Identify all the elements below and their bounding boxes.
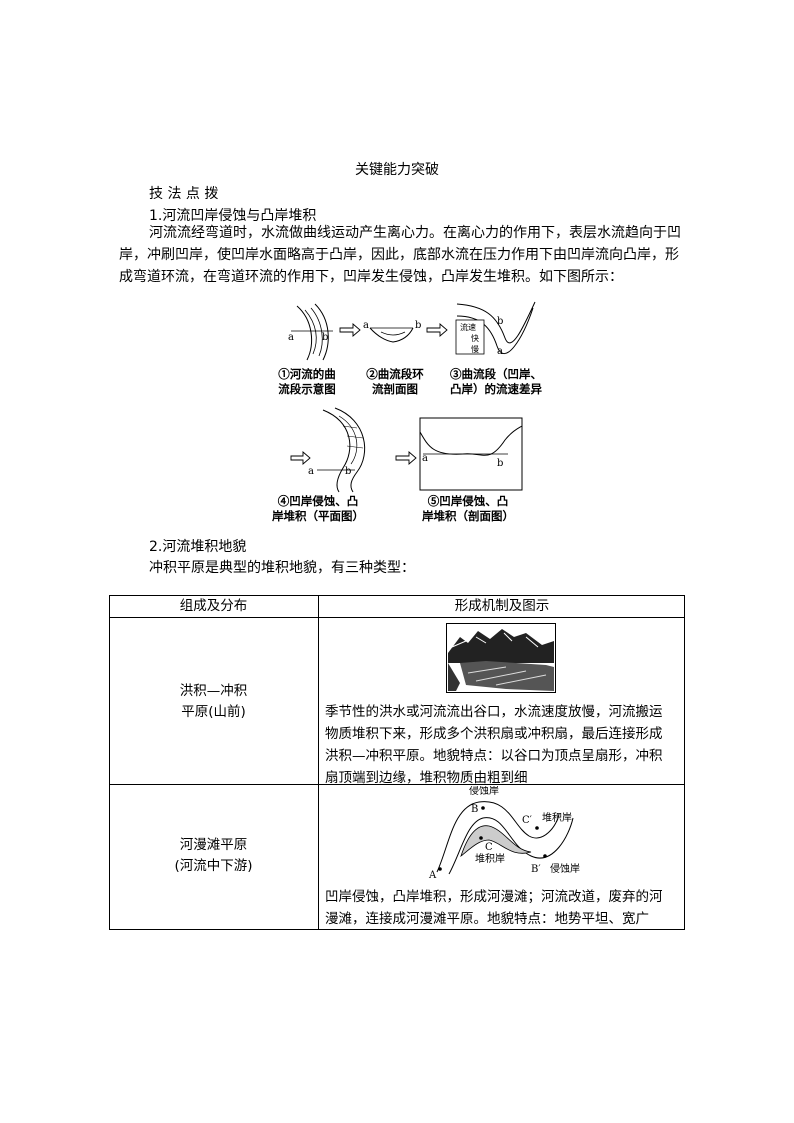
caption-2-line2: 流剖面图 [372,382,418,396]
label-C-prime: C′ [522,815,533,826]
table-row2-desc: 凹岸侵蚀，凸岸堆积，形成河漫滩；河流改道，废弃的河 漫滩，连接成河漫滩平原。地貌… [325,886,683,930]
cross-section-sketch: a b [363,320,421,343]
label-C: C [485,842,493,853]
caption-5: ⑤凹岸侵蚀、凸 岸堆积（剖面图） [413,494,523,524]
label-b: b [322,332,328,343]
caption-4-line1: ④凹岸侵蚀、凸 [277,494,359,508]
label-a: a [422,453,428,464]
arrow-icon [395,451,417,465]
page-title: 关键能力突破 [355,162,439,178]
row1-desc-line3: 洪积—冲积平原。地貌特点：以谷口为顶点呈扇形，冲积 [325,748,663,764]
table-row1-desc: 季节性的洪水或河流流出谷口，水流速度放慢，河流搬运 物质堆积下来，形成多个洪积扇… [325,701,683,789]
label-b: b [345,466,351,477]
row2-name-line1: 河漫滩平原 [179,837,248,853]
erosion-section-sketch: a b [419,417,523,491]
arrow-icon [290,451,311,465]
para1-line3: 成弯道环流，在弯道环流的作用下，凹岸发生侵蚀，凸岸发生堆积。如下图所示： [119,269,623,285]
row1-desc-line4: 扇顶端到边缘，堆积物质由粗到细 [325,770,528,786]
caption-4: ④凹岸侵蚀、凸 岸堆积（平面图） [263,494,373,524]
caption-1-line1: ①河流的曲 [278,367,336,381]
caption-1: ①河流的曲 流段示意图 [267,367,347,397]
label-erosion-bottom: 侵蚀岸 [550,862,580,875]
label-a: a [308,466,314,477]
row1-desc-line1: 季节性的洪水或河流流出谷口，水流速度放慢，河流搬运 [325,704,663,720]
label-deposit-right: 堆积岸 [542,812,572,824]
arrow-icon [339,323,361,337]
row2-name-line2: (河流中下游) [174,858,253,874]
row2-desc-line2: 漫滩，连接成河漫滩平原。地貌特点：地势平坦、宽广 [325,911,649,927]
label-a: a [497,346,503,357]
label-deposit-mid: 堆积岸 [475,853,505,865]
landform-table: 组成及分布 形成机制及图示 洪积—冲积 平原(山前) 季节性的洪水或河流流出谷口… [109,595,685,930]
flow-speed-sketch: 流速 快 慢 b a [455,301,536,357]
caption-5-line2: 岸堆积（剖面图） [422,509,514,523]
legend-slow: 慢 [471,344,479,354]
caption-3-line1: ③曲流段（凹岸、 [450,367,542,381]
table-row1-name: 洪积—冲积 平原(山前) [109,681,318,723]
label-erosion-top: 侵蚀岸 [469,786,499,797]
label-a: a [288,332,294,343]
item1-heading: 1.河流凹岸侵蚀与凸岸堆积 [149,208,317,224]
row1-name-line1: 洪积—冲积 [179,683,248,699]
table-grid [109,595,685,930]
alluvial-fan-image [446,623,556,693]
item2-heading: 2.河流堆积地貌 [149,539,247,555]
caption-1-line2: 流段示意图 [278,382,336,396]
caption-3: ③曲流段（凹岸、 凸岸）的流速差异 [440,367,552,397]
para1-line2: 岸，冲刷凹岸，使凹岸水面略高于凸岸，因此，底部水流在压力作用下由凹岸流向凸岸，形 [119,247,679,263]
river-meander-sketch: a b [288,303,333,361]
table-header-mechanism: 形成机制及图示 [454,598,550,614]
meander-figures-row1: a b a b 流速 快 慢 b a [288,301,536,361]
caption-3-line2: 凸岸）的流速差异 [450,382,542,396]
para1-line1: 河流流经弯道时，水流做曲线运动产生离心力。在离心力的作用下，表层水流趋向于凹 [149,225,681,241]
section-heading: 技 法 点 拨 [149,186,219,202]
meander-figures-row2: a b a b [290,407,523,493]
row2-desc-line1: 凹岸侵蚀，凸岸堆积，形成河漫滩；河流改道，废弃的河 [325,889,663,905]
row1-name-line2: 平原(山前) [181,704,246,720]
caption-2-line1: ②曲流段环 [366,367,424,381]
row1-desc-line2: 物质堆积下来，形成多个洪积扇或冲积扇，最后连接形成 [325,726,663,742]
caption-4-line2: 岸堆积（平面图） [272,509,364,523]
label-b: b [415,320,421,331]
floodplain-diagram: 侵蚀岸 B C′ 堆积岸 C 堆积岸 A B′ 侵蚀岸 [428,786,580,881]
erosion-plan-sketch: a b [308,407,366,493]
arrow-icon [426,323,448,337]
table-header-composition: 组成及分布 [179,598,248,614]
caption-5-line1: ⑤凹岸侵蚀、凸 [427,494,509,508]
label-B-prime: B′ [531,864,541,875]
table-row2-name: 河漫滩平原 (河流中下游) [109,835,318,877]
legend-flow-speed: 流速 [460,322,476,332]
label-b: b [497,316,503,327]
legend-fast: 快 [471,333,479,343]
label-b: b [497,458,503,469]
label-A: A [428,870,437,881]
item2-intro: 冲积平原是典型的堆积地貌，有三种类型： [149,560,415,576]
label-a: a [363,320,369,331]
caption-2: ②曲流段环 流剖面图 [355,367,435,397]
label-B: B [471,804,478,815]
